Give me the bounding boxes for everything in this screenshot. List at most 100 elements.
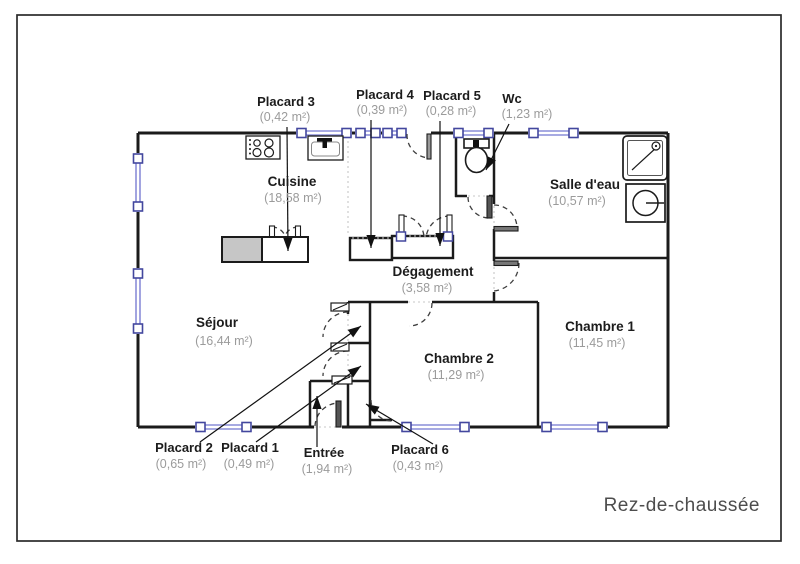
room-area-salle-d-eau: (10,57 m²) bbox=[548, 194, 606, 208]
callout-area-placard-2: (0,65 m²) bbox=[156, 457, 207, 471]
window-frame-end bbox=[597, 421, 608, 433]
window-frame-end bbox=[568, 127, 579, 139]
toilet-bowl bbox=[464, 146, 489, 174]
window bbox=[382, 127, 407, 139]
window bbox=[355, 127, 381, 139]
window bbox=[132, 268, 144, 334]
arrow-line bbox=[365, 403, 434, 445]
door-leaf-hatch bbox=[332, 303, 348, 311]
closet-box bbox=[390, 234, 455, 260]
window-frame-end bbox=[132, 268, 144, 279]
room-label-sejour: Séjour bbox=[196, 315, 239, 330]
stove-burner bbox=[263, 147, 275, 158]
open-boundaries bbox=[314, 136, 495, 428]
stove-icon bbox=[245, 135, 281, 160]
stove-burner bbox=[264, 138, 274, 148]
door-leaf bbox=[426, 133, 432, 160]
door-swing-arc bbox=[493, 262, 520, 292]
door-opening bbox=[314, 423, 342, 432]
callout-label-wc: Wc bbox=[502, 91, 522, 106]
window-frame-end bbox=[195, 421, 206, 433]
window-frame-end bbox=[396, 127, 407, 139]
window-frame-end bbox=[382, 127, 393, 139]
callout-area-placard-1: (0,49 m²) bbox=[224, 457, 275, 471]
arrow-line bbox=[255, 365, 362, 443]
callout-arrow-entree bbox=[312, 396, 322, 447]
window-frame-end bbox=[401, 421, 412, 433]
kitchen-counter bbox=[221, 236, 309, 263]
callout-arrow-placard-1 bbox=[255, 365, 362, 443]
callout-label-placard-3: Placard 3 bbox=[257, 94, 315, 109]
labels: Cuisine(18,58 m²)Séjour(16,44 m²)Dégagem… bbox=[155, 87, 635, 476]
window bbox=[132, 153, 144, 212]
door-swing-arc bbox=[401, 215, 425, 239]
window-base bbox=[382, 129, 407, 137]
arrow-line bbox=[199, 325, 362, 443]
counter-block bbox=[221, 236, 263, 263]
arrow-line bbox=[286, 126, 289, 252]
shower-door bbox=[631, 146, 658, 171]
arrow-head bbox=[486, 156, 496, 170]
washing-machine-icon bbox=[625, 183, 666, 223]
callout-arrow-placard-4 bbox=[366, 120, 376, 248]
room-label-chambre-1: Chambre 1 bbox=[565, 319, 635, 334]
door-leaf bbox=[493, 225, 519, 232]
callout-label-placard-5: Placard 5 bbox=[423, 88, 481, 103]
window-base bbox=[195, 423, 252, 431]
door-jamb bbox=[395, 231, 407, 242]
stove-knob bbox=[249, 139, 251, 141]
kitchen-sink-icon bbox=[307, 135, 344, 161]
room-area-chambre-2: (11,29 m²) bbox=[428, 368, 485, 382]
callout-arrow-wc bbox=[485, 123, 510, 171]
door-leaf bbox=[493, 260, 519, 267]
window-frame-end bbox=[370, 127, 381, 139]
callout-area-placard-4: (0,39 m²) bbox=[357, 103, 408, 117]
stove-knob bbox=[249, 152, 251, 155]
window bbox=[296, 127, 352, 139]
room-label-degagement: Dégagement bbox=[392, 264, 474, 279]
fixtures bbox=[221, 135, 668, 263]
window-frame-end bbox=[132, 201, 144, 212]
callout-area-placard-3: (0,42 m²) bbox=[260, 110, 311, 124]
callout-area-wc: (1,23 m²) bbox=[502, 107, 553, 121]
callout-label-placard-2: Placard 2 bbox=[155, 440, 213, 455]
door-leaf-hatch bbox=[332, 343, 348, 351]
stove-burner bbox=[253, 139, 261, 147]
windows bbox=[132, 127, 608, 433]
window-base bbox=[453, 129, 494, 137]
shower-head-dot bbox=[654, 144, 658, 148]
door-jamb bbox=[442, 231, 454, 242]
callout-label-placard-6: Placard 6 bbox=[391, 442, 449, 457]
window bbox=[453, 127, 494, 139]
window-frame-end bbox=[355, 127, 366, 139]
callout-label-placard-4: Placard 4 bbox=[356, 87, 415, 102]
window-frame-end bbox=[483, 127, 494, 139]
stove-knob bbox=[249, 148, 251, 150]
arrow-head bbox=[347, 366, 361, 378]
window-frame-end bbox=[453, 127, 464, 139]
shower-icon bbox=[622, 135, 668, 181]
window bbox=[528, 127, 579, 139]
stove-knob bbox=[249, 143, 251, 146]
arrow-head bbox=[347, 326, 361, 338]
callout-area-entree: (1,94 m²) bbox=[302, 462, 353, 476]
window-base bbox=[134, 153, 142, 212]
callout-arrow-placard-5 bbox=[435, 121, 445, 246]
window-base bbox=[134, 268, 142, 334]
room-label-salle-d-eau: Salle d'eau bbox=[550, 177, 620, 192]
door-swing-arc bbox=[493, 204, 518, 229]
stove-burner bbox=[252, 147, 262, 158]
arrow-head bbox=[312, 396, 322, 409]
callout-arrow-placard-2 bbox=[199, 325, 362, 443]
door-swing-arc bbox=[406, 133, 431, 159]
door-swing-arc bbox=[408, 302, 433, 327]
door-swing-arc bbox=[314, 402, 340, 427]
arrow-head bbox=[283, 237, 293, 251]
hallway-closets bbox=[348, 234, 455, 262]
window-frame-end bbox=[541, 421, 552, 433]
arrow-head bbox=[435, 233, 445, 246]
callout-label-placard-1: Placard 1 bbox=[221, 440, 279, 455]
door-leaf-hatched bbox=[330, 302, 350, 312]
callout-area-placard-5: (0,28 m²) bbox=[426, 104, 477, 118]
